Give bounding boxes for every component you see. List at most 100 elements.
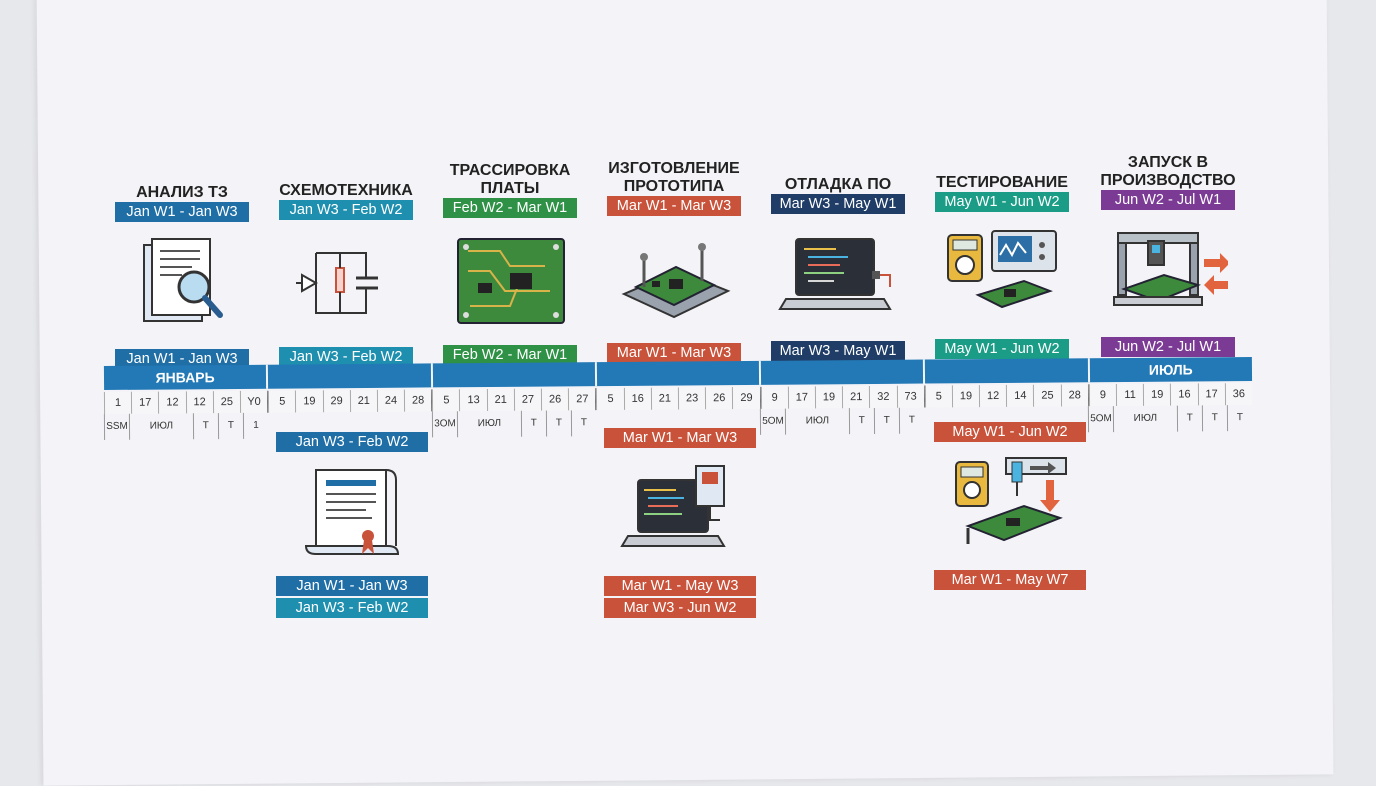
day-cell: 11: [1115, 383, 1144, 407]
week-cell: T: [1201, 405, 1227, 432]
phase-date-top: Mar W3 - May W1: [771, 194, 905, 214]
month-label: [268, 363, 433, 389]
lower-date: Mar W3 - Jun W2: [604, 598, 756, 618]
phase-date-top: May W1 - Jun W2: [935, 192, 1069, 212]
phase-pcb-layout: ТРАССИРОВКА ПЛАТЫ Feb W2 - Mar W1 Feb W2…: [428, 160, 592, 365]
phase-date-bottom: Jan W1 - Jan W3: [115, 349, 249, 369]
test-equipment-icon: [942, 221, 1062, 329]
phase-date-bottom: Mar W3 - May W1: [771, 341, 905, 361]
phase-title: ЗАПУСК В ПРОИЗВОДСТВО: [1100, 154, 1236, 189]
day-cell: 32: [869, 385, 897, 408]
day-cell: 27: [568, 388, 596, 411]
phase-schematic: СХЕМОТЕХНИКА Jan W3 - Feb W2 Jan W3 - Fe…: [264, 162, 428, 367]
week-cell: T: [545, 410, 572, 437]
day-cell: 19: [814, 386, 843, 409]
month-label: [761, 359, 926, 385]
phase-title: ТЕСТИРОВАНИЕ: [936, 174, 1068, 191]
lower-date: Mar W1 - May W3: [604, 576, 756, 596]
phase-production: ЗАПУСК В ПРОИЗВОДСТВО Jun W2 - Jul W1 Ju…: [1086, 152, 1250, 357]
day-cell: 1: [103, 391, 132, 414]
lower-date: Jan W3 - Feb W2: [276, 598, 428, 618]
day-cell: 21: [842, 385, 870, 409]
day-cell: 29: [322, 390, 350, 413]
laptop-code-icon: [620, 462, 740, 562]
day-cell: 12: [158, 391, 186, 414]
day-cell: 25: [212, 390, 241, 414]
gantt-roadmap: АНАЛИЗ ТЗ Jan W1 - Jan W3 Jan W1 - Jan W…: [100, 152, 1253, 618]
week-cell: T: [570, 410, 597, 437]
day-cell: 5: [596, 387, 624, 411]
week-cell: 3OM: [431, 411, 458, 438]
week-cell: T: [848, 407, 874, 435]
week-cell: T: [192, 413, 218, 440]
lower-date-top: Jan W3 - Feb W2: [276, 432, 428, 452]
day-cell: 9: [760, 386, 788, 409]
week-cell: T: [520, 410, 546, 437]
phase-prototype: ИЗГОТОВЛЕНИЕ ПРОТОТИПА Mar W1 - Mar W3 M…: [592, 158, 756, 363]
day-cell: 5: [268, 390, 296, 413]
lower-date-top: Mar W1 - Mar W3: [604, 428, 756, 448]
day-cell: 14: [1006, 384, 1034, 407]
day-cell: 24: [376, 389, 405, 412]
month-label: [596, 360, 762, 387]
day-cell: 19: [951, 385, 980, 408]
test-station-icon: [950, 456, 1070, 556]
production-machine-icon: [1108, 219, 1228, 327]
laptop-code-icon: [778, 223, 898, 331]
phase-date-bottom: May W1 - Jun W2: [935, 339, 1069, 359]
day-cell: Y0: [239, 390, 268, 413]
document-magnifier-icon: [122, 231, 242, 339]
day-cell: 17: [787, 386, 816, 409]
day-cell: 28: [1060, 384, 1088, 407]
day-cell: 5: [924, 385, 952, 408]
phase-firmware-debug: ОТЛАДКА ПО Mar W3 - May W1 Mar W3 - May …: [756, 156, 920, 361]
day-cell: 17: [1197, 383, 1225, 406]
prototype-board-icon: [614, 225, 734, 333]
phase-analysis: АНАЛИЗ ТЗ Jan W1 - Jan W3 Jan W1 - Jan W…: [100, 164, 264, 369]
day-cell: 23: [677, 387, 706, 410]
week-cell: SSM: [103, 413, 130, 440]
day-cell: 12: [978, 384, 1007, 408]
day-cell: 12: [185, 391, 213, 414]
week-cell: 5OM: [759, 408, 786, 435]
phase-date-top: Mar W1 - Mar W3: [607, 196, 741, 216]
day-cell: 36: [1224, 382, 1253, 406]
day-cell: 27: [513, 388, 542, 411]
lower-date-stack: Jan W1 - Jan W3 Jan W3 - Feb W2: [276, 576, 428, 618]
phase-title: ТРАССИРОВКА ПЛАТЫ: [449, 162, 571, 197]
phase-date-top: Jan W1 - Jan W3: [115, 202, 249, 222]
day-cell: 26: [540, 388, 569, 411]
week-cell: ИЮЛ: [128, 413, 193, 440]
day-cell: 21: [349, 389, 377, 413]
day-cell: 25: [1033, 384, 1061, 407]
week-cell: 1: [242, 412, 269, 439]
day-cell: 9: [1088, 384, 1117, 407]
day-cell: 17: [131, 391, 159, 414]
day-cell: 28: [403, 389, 432, 412]
day-cell: 19: [1143, 383, 1171, 406]
month-label: [925, 358, 1090, 384]
day-cell: 21: [486, 388, 514, 411]
circuit-schematic-icon: [286, 229, 406, 337]
day-cell: 16: [623, 387, 651, 410]
week-cell: T: [217, 412, 244, 440]
week-cell: ИЮЛ: [456, 410, 521, 438]
phase-title: ОТЛАДКА ПО: [784, 176, 892, 193]
month-label: ЯНВАРЬ: [103, 364, 269, 390]
lower-test-station: May W1 - Jun W2 Mar W1 - May W7: [930, 422, 1090, 590]
week-cell: T: [1176, 405, 1202, 432]
week-cell: T: [1226, 404, 1253, 432]
day-cell: 19: [295, 390, 323, 413]
month-label: [432, 362, 597, 388]
lower-schematic-doc: Jan W3 - Feb W2 Jan W1 - Jan W3 Jan W3 -…: [272, 432, 432, 618]
week-cell: 5OM: [1087, 406, 1114, 433]
document-scroll-icon: [292, 462, 412, 562]
